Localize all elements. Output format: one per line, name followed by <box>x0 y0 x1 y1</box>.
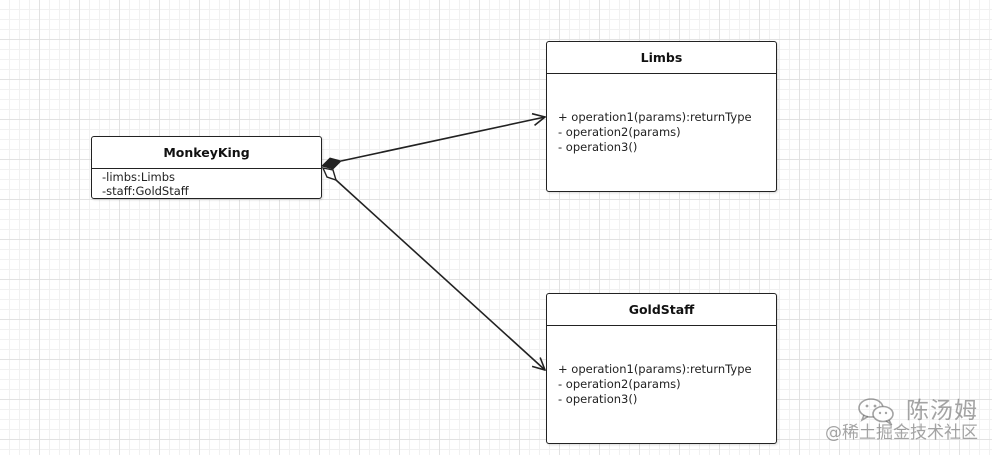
operation: + operation1(params):returnType <box>558 362 752 376</box>
attribute: -limbs:Limbs <box>102 170 176 184</box>
class-name: GoldStaff <box>547 294 776 326</box>
watermark-site: @稀土掘金技术社区 <box>825 423 978 443</box>
composition-line[interactable] <box>340 117 545 162</box>
class-monkey-king[interactable]: MonkeyKing -limbs:Limbs -staff:GoldStaff <box>91 136 322 199</box>
aggregation-line[interactable] <box>335 179 545 370</box>
operation: - operation3() <box>558 140 638 154</box>
operation: - operation2(params) <box>558 377 681 391</box>
operations-compartment: + operation1(params):returnType - operat… <box>547 326 776 407</box>
composition-diamond <box>321 157 342 170</box>
composition-relation[interactable] <box>321 117 545 170</box>
operation: - operation2(params) <box>558 125 681 139</box>
aggregation-relation[interactable] <box>321 167 545 370</box>
operation: - operation3() <box>558 392 638 406</box>
operation: + operation1(params):returnType <box>558 110 752 124</box>
operations-compartment: + operation1(params):returnType - operat… <box>547 74 776 155</box>
attributes-compartment: -limbs:Limbs -staff:GoldStaff <box>92 169 321 198</box>
class-name: Limbs <box>547 42 776 74</box>
watermark-author: 陈汤姆 <box>906 398 978 424</box>
class-limbs[interactable]: Limbs + operation1(params):returnType - … <box>546 41 777 192</box>
class-name: MonkeyKing <box>92 137 321 169</box>
wechat-icon <box>858 398 894 425</box>
watermark: 陈汤姆 @稀土掘金技术社区 <box>825 397 978 443</box>
class-gold-staff[interactable]: GoldStaff + operation1(params):returnTyp… <box>546 293 777 444</box>
aggregation-diamond <box>321 167 338 182</box>
attribute: -staff:GoldStaff <box>102 184 189 198</box>
